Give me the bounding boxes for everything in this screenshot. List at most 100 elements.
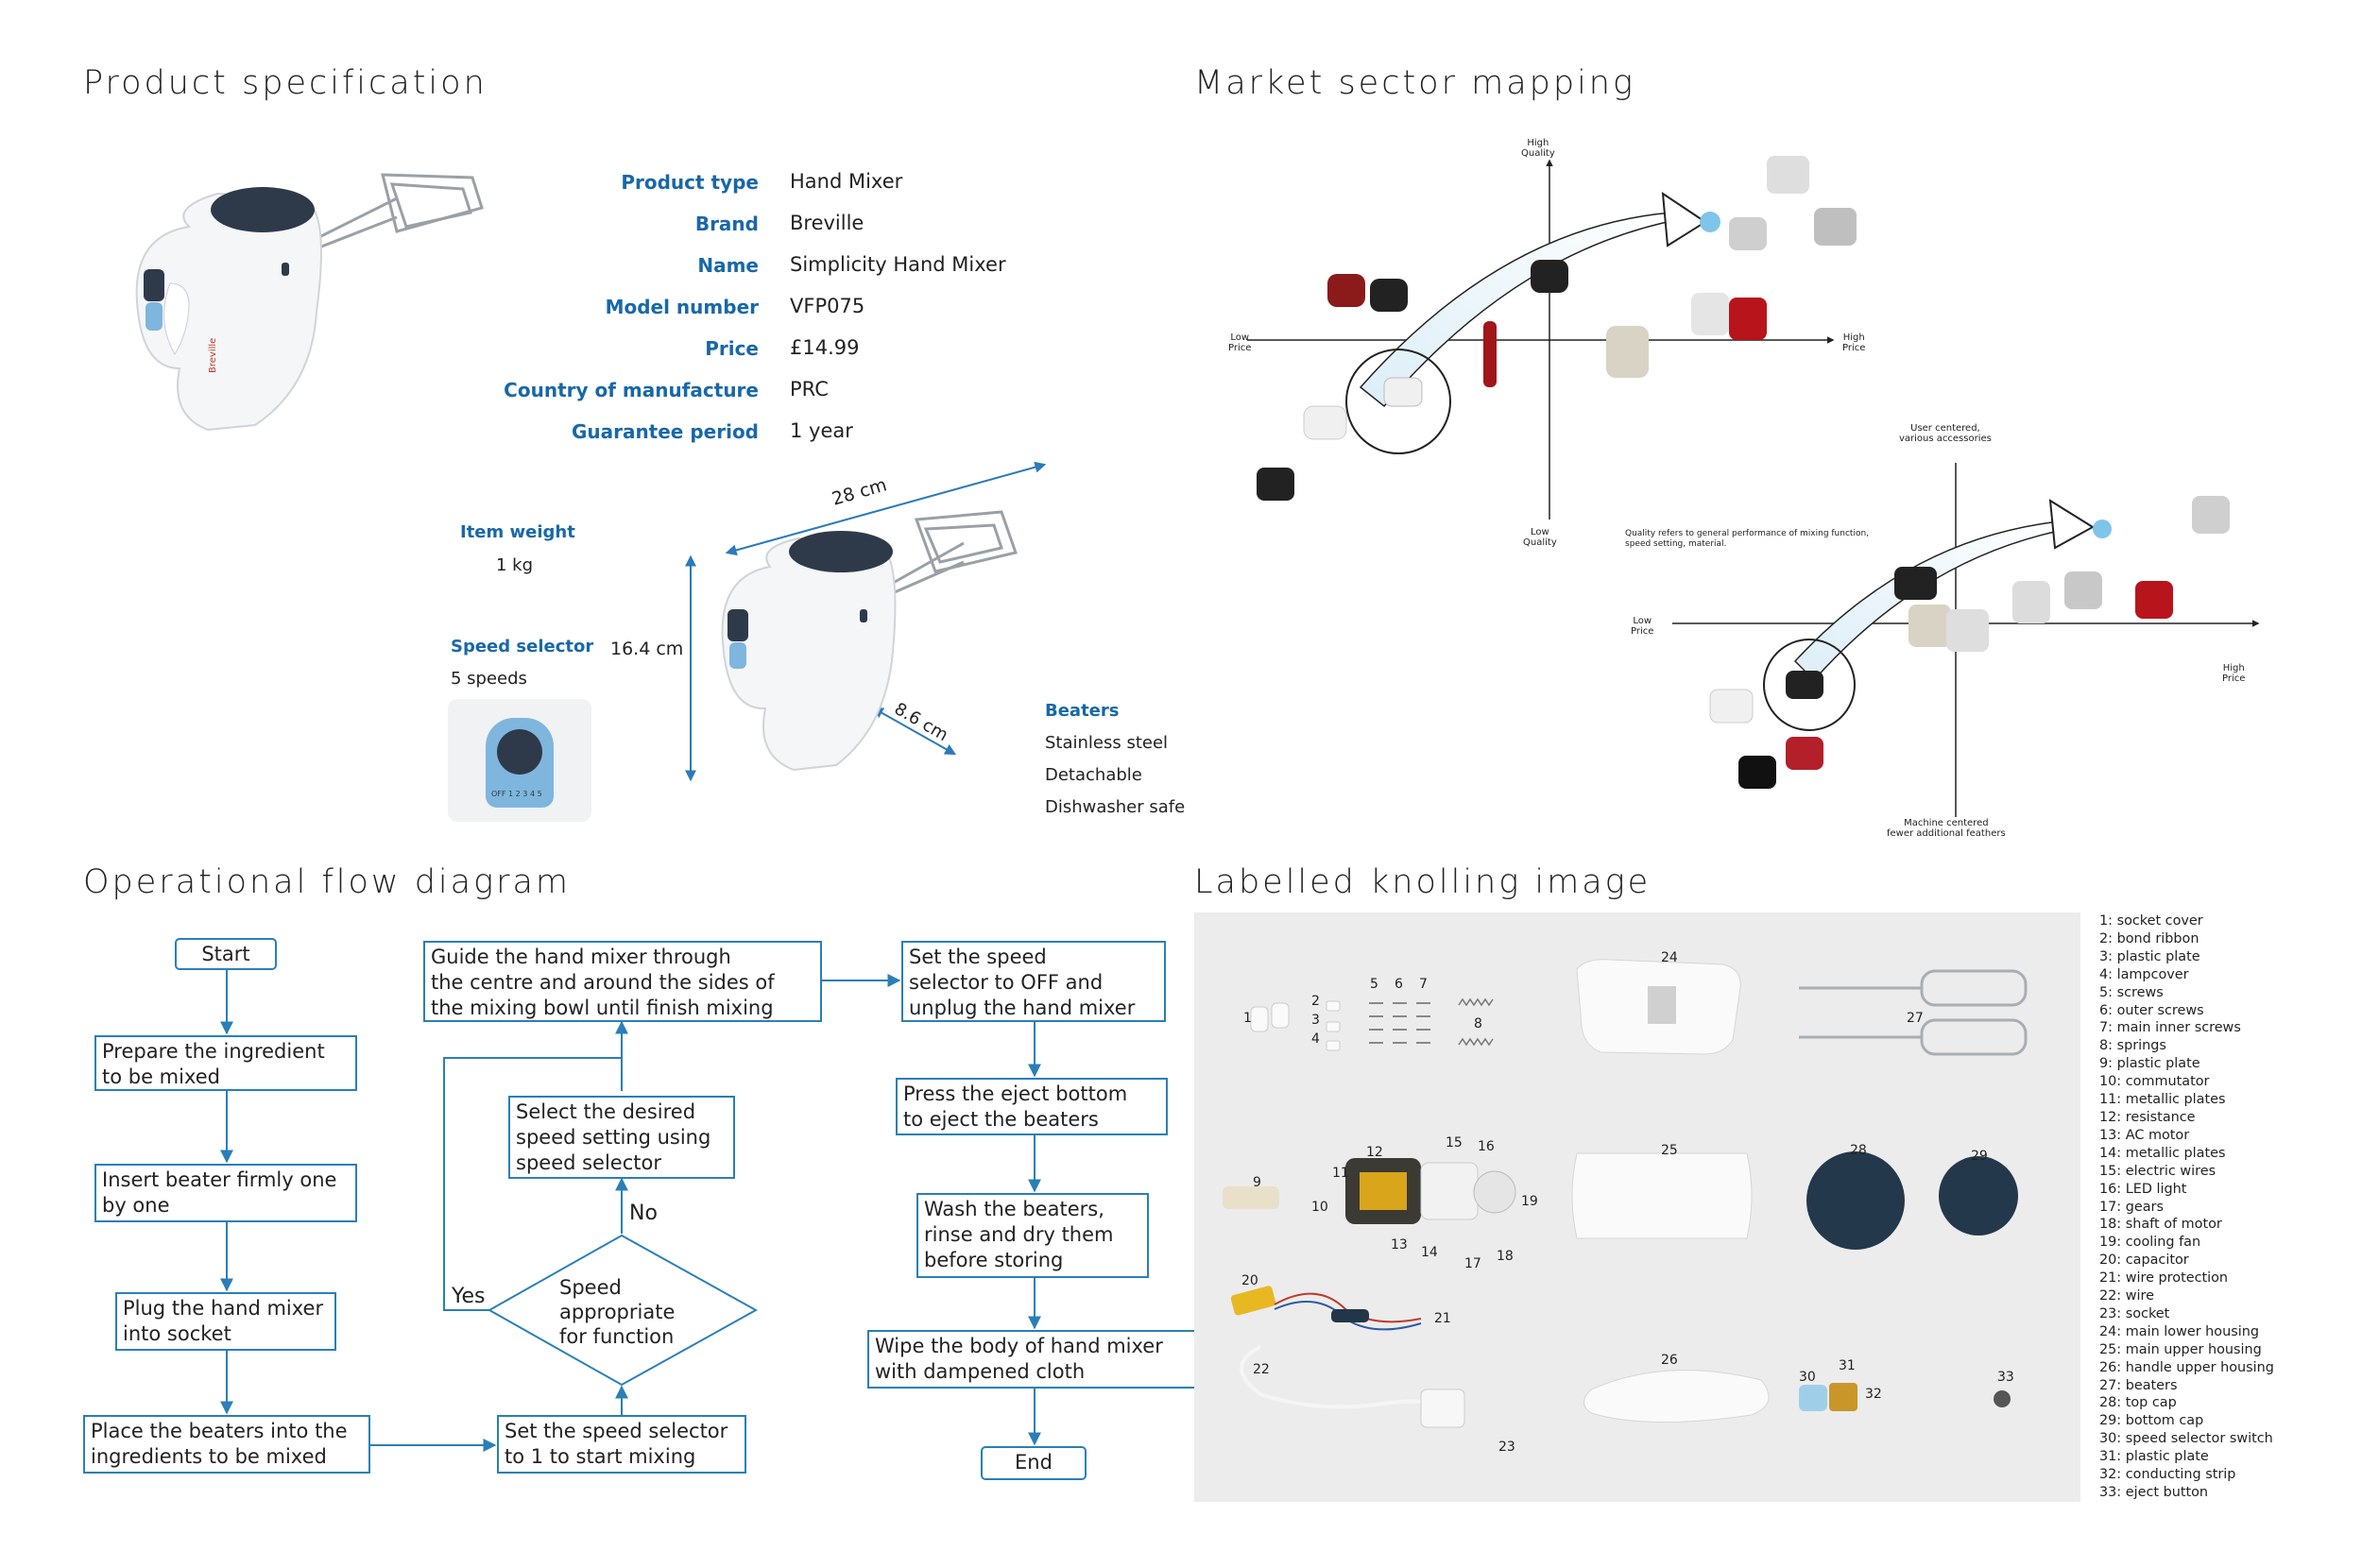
flow-connectors bbox=[220, 970, 1041, 1452]
dial-scale-text: OFF 1 2 3 4 5 bbox=[491, 790, 542, 798]
part-num-2: 2 bbox=[1311, 994, 1320, 1009]
spec-value-brand: Breville bbox=[790, 212, 864, 234]
part-num-30: 30 bbox=[1799, 1370, 1816, 1385]
legend-item: 22: wire bbox=[2099, 1288, 2154, 1304]
legend-item: 15: electric wires bbox=[2099, 1163, 2217, 1179]
dimension-height: 16.4 cm bbox=[610, 639, 684, 659]
spec-value-name: Simplicity Hand Mixer bbox=[790, 253, 1006, 276]
part-num-18: 18 bbox=[1497, 1249, 1514, 1264]
part-num-11: 11 bbox=[1332, 1166, 1349, 1181]
legend-item: 14: metallic plates bbox=[2099, 1145, 2226, 1161]
spec-value-country: PRC bbox=[790, 378, 829, 401]
dimensioned-mixer bbox=[685, 461, 1047, 782]
market-top-high-quality: High Quality bbox=[1521, 138, 1555, 159]
flow-end: End bbox=[981, 1446, 1087, 1480]
market-map-top bbox=[1247, 156, 1857, 520]
legend-item: 1: socket cover bbox=[2099, 913, 2203, 929]
part-num-1: 1 bbox=[1243, 1011, 1252, 1026]
legend-item: 3: plastic plate bbox=[2099, 948, 2200, 964]
part-num-21: 21 bbox=[1434, 1311, 1451, 1326]
beaters-item-2: Detachable bbox=[1045, 765, 1142, 785]
beaters-item-3: Dishwasher safe bbox=[1045, 797, 1186, 817]
flow-step-eject: Press the eject bottom to eject the beat… bbox=[896, 1078, 1168, 1135]
flow-step-wipe: Wipe the body of hand mixer with dampene… bbox=[867, 1330, 1198, 1389]
flow-step-wash: Wash the beaters, rinse and dry them bef… bbox=[916, 1193, 1149, 1278]
flow-decision: Speed appropriate for function bbox=[559, 1276, 676, 1348]
flow-start: Start bbox=[175, 938, 277, 970]
legend-item: 29: bottom cap bbox=[2099, 1413, 2204, 1429]
legend-item: 18: shaft of motor bbox=[2099, 1217, 2222, 1233]
flow-step-prepare: Prepare the ingredient to be mixed bbox=[94, 1035, 357, 1091]
part-num-10: 10 bbox=[1311, 1200, 1328, 1215]
market-bottom-user-centered: User centered, various accessories bbox=[1899, 423, 1992, 444]
legend-item: 25: main upper housing bbox=[2099, 1341, 2262, 1357]
flow-step-plug-in: Plug the hand mixer into socket bbox=[115, 1292, 336, 1351]
flow-no-label: No bbox=[629, 1202, 658, 1225]
part-num-9: 9 bbox=[1253, 1175, 1261, 1190]
section-title-knolling: Labelled knolling image bbox=[1194, 863, 1652, 901]
section-title-flow: Operational flow diagram bbox=[83, 863, 572, 901]
section-title-market: Market sector mapping bbox=[1194, 64, 1635, 102]
spec-label-brand: Brand bbox=[694, 213, 759, 235]
market-bottom-machine-centered: Machine centered fewer additional feathe… bbox=[1887, 818, 2006, 839]
legend-item: 23: socket bbox=[2099, 1305, 2170, 1321]
legend-item: 32: conducting strip bbox=[2099, 1467, 2236, 1483]
legend-item: 16: LED light bbox=[2099, 1181, 2187, 1197]
spec-label-country: Country of manufacture bbox=[504, 379, 759, 401]
speed-selector-value: 5 speeds bbox=[451, 669, 527, 689]
legend-item: 10: commutator bbox=[2099, 1074, 2210, 1090]
legend-item: 24: main lower housing bbox=[2099, 1323, 2259, 1339]
part-num-24: 24 bbox=[1661, 950, 1678, 965]
item-weight-value: 1 kg bbox=[496, 555, 534, 575]
flow-yes-label: Yes bbox=[452, 1285, 486, 1308]
spec-label-product-type: Product type bbox=[621, 171, 759, 194]
dial-knob-icon bbox=[497, 729, 542, 775]
spec-value-price: £14.99 bbox=[790, 336, 860, 359]
legend-item: 26: handle upper housing bbox=[2099, 1359, 2274, 1375]
flow-step-place-beaters: Place the beaters into the ingredients t… bbox=[83, 1415, 370, 1474]
part-num-15: 15 bbox=[1446, 1135, 1463, 1150]
legend-item: 4: lampcover bbox=[2099, 966, 2189, 982]
legend-item: 20: capacitor bbox=[2099, 1253, 2189, 1269]
speed-selector-label: Speed selector bbox=[451, 637, 594, 656]
part-num-5: 5 bbox=[1370, 977, 1378, 992]
part-num-25: 25 bbox=[1661, 1143, 1678, 1158]
market-map-bottom bbox=[1672, 463, 2260, 817]
spec-label-model-number: Model number bbox=[605, 296, 759, 318]
legend-item: 8: springs bbox=[2099, 1038, 2166, 1054]
speed-dial-image: OFF 1 2 3 4 5 bbox=[448, 699, 591, 822]
part-num-7: 7 bbox=[1419, 977, 1428, 992]
spec-value-guarantee: 1 year bbox=[790, 419, 853, 442]
legend-item: 17: gears bbox=[2099, 1199, 2164, 1215]
flow-step-guide-mixer: Guide the hand mixer through the centre … bbox=[423, 941, 822, 1022]
flow-step-select-speed: Select the desired speed setting using s… bbox=[508, 1096, 735, 1179]
beaters-item-1: Stainless steel bbox=[1045, 733, 1169, 753]
legend-item: 21: wire protection bbox=[2099, 1270, 2229, 1287]
knolling-image: 1 2 3 4 5 6 7 8 9 10 11 12 13 14 15 16 1… bbox=[1194, 912, 2080, 1502]
flow-step-insert-beater: Insert beater firmly one by one bbox=[94, 1164, 357, 1222]
legend-item: 5: screws bbox=[2099, 984, 2164, 1000]
part-num-8: 8 bbox=[1474, 1016, 1482, 1031]
part-num-20: 20 bbox=[1241, 1273, 1258, 1288]
knolling-parts bbox=[1223, 959, 2028, 1428]
part-num-33: 33 bbox=[1997, 1370, 2014, 1385]
legend-item: 13: AC motor bbox=[2099, 1127, 2190, 1143]
market-quality-note: Quality refers to general performance of… bbox=[1625, 529, 1870, 549]
part-num-28: 28 bbox=[1850, 1143, 1867, 1158]
market-bottom-low-price: Low Price bbox=[1631, 616, 1654, 637]
part-num-23: 23 bbox=[1498, 1440, 1515, 1455]
item-weight-label: Item weight bbox=[460, 522, 575, 542]
legend-item: 31: plastic plate bbox=[2099, 1449, 2209, 1465]
part-num-32: 32 bbox=[1865, 1387, 1882, 1402]
section-title-product-spec: Product specification bbox=[83, 64, 488, 102]
part-num-16: 16 bbox=[1478, 1139, 1495, 1154]
flow-step-set-speed-1: Set the speed selector to 1 to start mix… bbox=[497, 1415, 746, 1474]
part-num-4: 4 bbox=[1311, 1031, 1320, 1047]
spec-label-guarantee: Guarantee period bbox=[571, 420, 759, 443]
product-image: Breville bbox=[135, 173, 484, 432]
legend-item: 30: speed selector switch bbox=[2099, 1431, 2273, 1447]
spec-label-price: Price bbox=[705, 337, 759, 360]
legend-item: 33: eject button bbox=[2099, 1485, 2209, 1500]
brand-mark: Breville bbox=[208, 338, 218, 373]
part-num-31: 31 bbox=[1839, 1358, 1856, 1373]
